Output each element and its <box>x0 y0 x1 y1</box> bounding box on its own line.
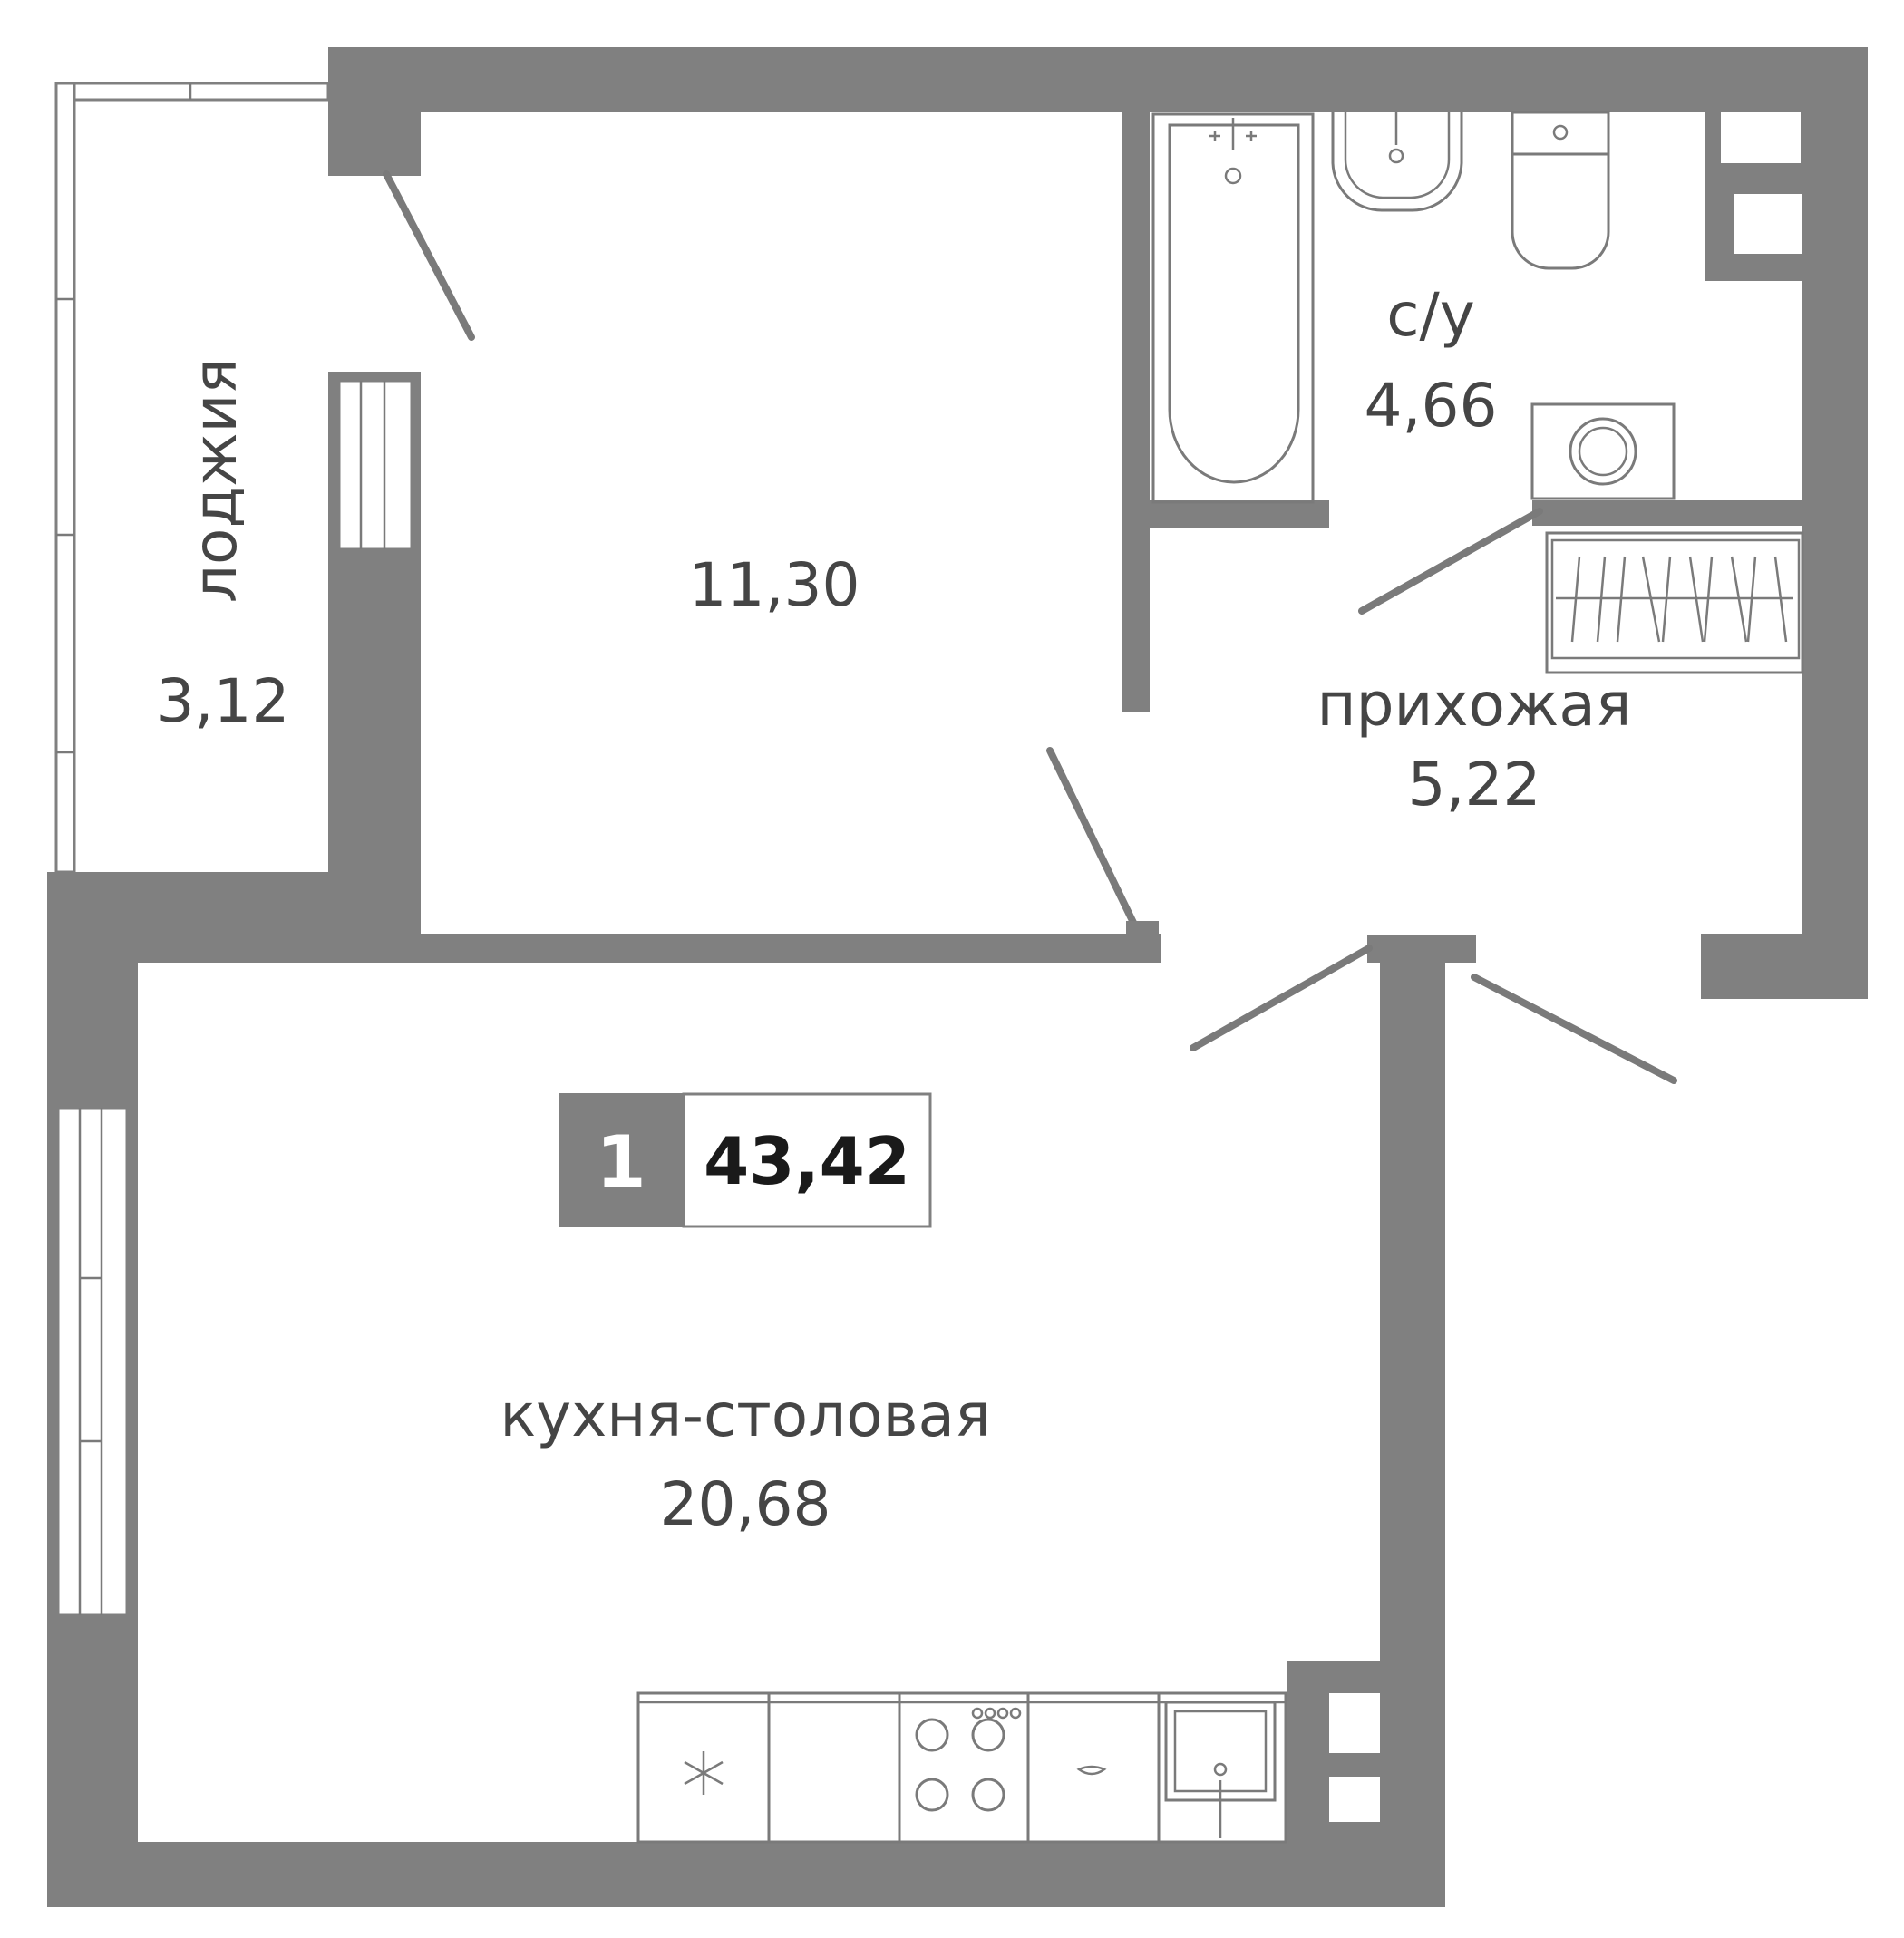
badge-rooms-count: 1 <box>596 1120 646 1205</box>
shaft-cutouts <box>1329 112 1802 1822</box>
wall-bath-left <box>1122 112 1150 712</box>
toilet-icon <box>1511 154 1610 270</box>
bathroom-area: 4,66 <box>1365 371 1498 441</box>
room-area: 11,30 <box>689 550 860 620</box>
badge-rooms-box <box>559 1093 684 1227</box>
hanger <box>1616 556 1627 643</box>
kitchen-sink-basin <box>1173 1710 1268 1793</box>
kitchen-units <box>636 1691 1287 1844</box>
sink-icon <box>1331 112 1463 212</box>
room-door-jamb <box>1126 921 1159 963</box>
snowflake-icon <box>684 1751 724 1795</box>
wall-hall-bottom <box>1701 934 1868 999</box>
loggia-glazing-left <box>54 82 76 874</box>
apartment-badge: 1 43,42 <box>559 1092 932 1228</box>
wall-bath-bottom <box>1122 500 1329 528</box>
kitchen-door <box>1190 945 1373 1051</box>
wall-kitchen-bottom <box>47 1842 1445 1907</box>
hanger <box>1661 556 1672 643</box>
bathtub-icon <box>1151 112 1315 504</box>
walls <box>47 47 1868 1907</box>
washing-machine-icon <box>1530 402 1676 500</box>
loggia-glazing-top <box>54 82 330 102</box>
loggia-name: лоджия <box>180 358 250 603</box>
badge-area-box <box>682 1092 932 1228</box>
kitchen-name: кухня-столовая <box>500 1381 990 1450</box>
shaft-cell <box>1721 112 1801 163</box>
hanger <box>1773 556 1788 643</box>
wardrobe-frame <box>1545 531 1804 674</box>
hanger <box>1596 556 1607 643</box>
hallway-name: прихожая <box>1317 670 1632 740</box>
wall-bath-divider <box>1532 500 1804 526</box>
bath-drain <box>1224 167 1242 185</box>
wall-room-bottom <box>328 934 1161 963</box>
hanger <box>1641 556 1661 643</box>
hanger <box>1746 556 1757 643</box>
bathtub-inner <box>1168 123 1300 484</box>
entrance-door <box>1471 974 1677 1084</box>
kitchen-window <box>56 1106 129 1617</box>
badge-total-area: 43,42 <box>704 1123 910 1199</box>
wall-room-left-stub <box>328 47 421 176</box>
kitchen-counter <box>636 1691 1287 1844</box>
sink-inner <box>1344 112 1451 199</box>
wall-kitchen-right-cap <box>1367 935 1476 963</box>
bathroom-door <box>1358 508 1543 615</box>
shaft-cell <box>1734 194 1802 254</box>
wardrobe-icon <box>1545 531 1804 674</box>
hallway-area: 5,22 <box>1408 750 1541 819</box>
kitchen-area: 20,68 <box>660 1469 831 1539</box>
loggia-area: 3,12 <box>157 666 290 736</box>
wardrobe-inner <box>1550 538 1801 660</box>
hanger <box>1703 556 1714 643</box>
hanger <box>1570 556 1581 643</box>
sink-drain <box>1388 148 1404 164</box>
washing-machine-drum-inner <box>1578 426 1628 477</box>
washing-machine-drum <box>1569 417 1637 486</box>
hanger <box>1730 556 1748 643</box>
kitchen-sink-drain <box>1213 1762 1228 1777</box>
toilet-tank <box>1511 111 1610 156</box>
loggia-door <box>383 170 475 341</box>
windows <box>54 82 413 1617</box>
shaft-cell <box>1329 1777 1380 1822</box>
bathroom-name: с/у <box>1386 280 1475 350</box>
room-window <box>337 379 413 551</box>
wall-right <box>1802 47 1868 999</box>
stove-icon <box>915 1707 1022 1812</box>
doors <box>383 170 1677 1084</box>
room-door <box>1046 747 1141 934</box>
room-labels: лоджия 3,12 11,30 с/у 4,66 прихожая 5,22… <box>157 280 1632 1539</box>
droplet-icon <box>1076 1765 1107 1776</box>
hanger <box>1688 556 1705 643</box>
toilet-button <box>1552 124 1569 141</box>
bathroom-fixtures <box>1151 111 1676 504</box>
shaft-cell <box>1329 1693 1380 1753</box>
wall-top <box>328 47 1868 112</box>
